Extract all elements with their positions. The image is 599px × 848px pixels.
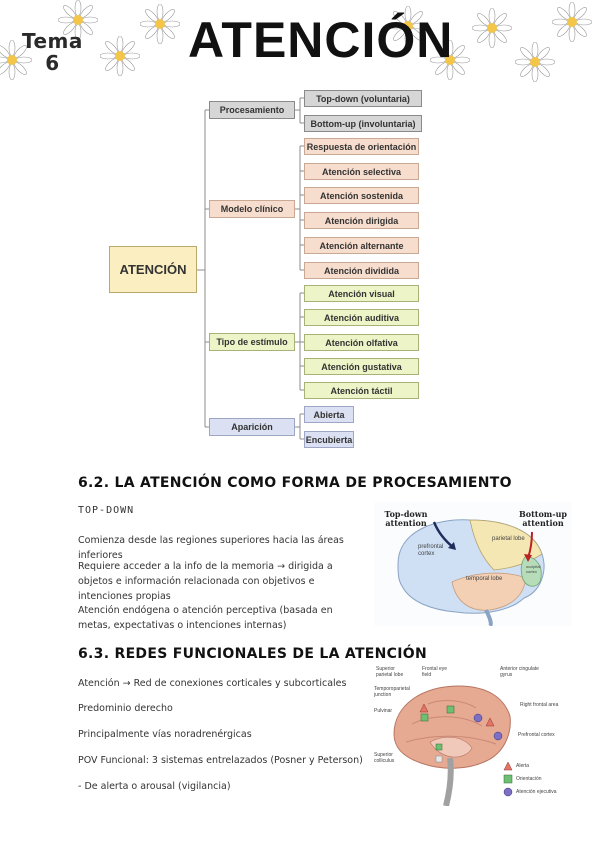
daisy-icon: [388, 6, 428, 46]
diagram-leaf: Abierta: [304, 406, 354, 423]
daisy-icon: [140, 4, 180, 44]
figure-label: occipital cortex: [526, 564, 541, 574]
diagram-leaf: Respuesta de orientación: [304, 138, 419, 155]
list-item: Principalmente vías noradrenérgicas: [78, 729, 252, 740]
paragraph: Comienza desde las regiones superiores h…: [78, 535, 344, 561]
daisy-icon: [472, 8, 512, 48]
list-item: POV Funcional: 3 sistemas entrelazados (…: [78, 755, 363, 766]
diagram-leaf: Atención sostenida: [304, 187, 419, 204]
diagram-leaf: Atención selectiva: [304, 163, 419, 180]
figure-label: Right frontal area: [520, 702, 559, 708]
legend-label: Orientación: [516, 776, 542, 782]
topic-word: Tema: [22, 29, 83, 53]
diagram-branch: Tipo de estímulo: [209, 333, 295, 351]
figure-label: Pulvinar: [374, 708, 393, 714]
list-item: Predominio derecho: [78, 703, 173, 714]
daisy-icon: [552, 2, 592, 42]
brain-lateral-image: [397, 519, 545, 628]
legend-alert-icon: [503, 761, 513, 771]
daisy-icon: [430, 40, 470, 80]
paragraph: Atención endógena o atención perceptiva …: [78, 605, 333, 631]
attention-networks-figure: Superior parietal lobe Frontal eye field…: [372, 664, 572, 807]
diagram-branch: Procesamiento: [209, 101, 295, 119]
daisy-icon: [100, 36, 140, 76]
figure-label: Top-down attention: [384, 509, 428, 528]
list-item: Atención → Red de conexiones corticales …: [78, 678, 347, 689]
diagram-branch: Modelo clínico: [209, 200, 295, 218]
figure-label: prefrontal cortex: [418, 544, 444, 557]
daisy-icon: [0, 40, 32, 80]
figure-label: parietal lobe: [492, 536, 525, 542]
legend-label: Alerta: [516, 763, 530, 769]
figure-label: temporal lobe: [466, 576, 503, 582]
daisy-icon: [58, 0, 98, 40]
daisy-icon: [515, 42, 555, 82]
diagram-leaf: Atención dirigida: [304, 212, 419, 229]
diagram-leaf: Atención táctil: [304, 382, 419, 399]
legend-label: Atención ejecutiva: [516, 789, 557, 795]
diagram-branch: Aparición: [209, 418, 295, 436]
figure-label: Anterior cingulate gyrus: [500, 666, 539, 678]
diagram-leaf: Atención visual: [304, 285, 419, 302]
diagram-connectors: [197, 97, 304, 440]
figure-label: Prefrontal cortex: [518, 732, 555, 738]
diagram-leaf: Atención alternante: [304, 237, 419, 254]
list-item: - De alerta o arousal (vigilancia): [78, 781, 231, 792]
legend-orientation-icon: [503, 774, 513, 784]
diagram-leaf: Atención olfativa: [304, 334, 419, 351]
figure-label: Superior colliculus: [374, 752, 395, 764]
figure-label: Bottom-up attention: [518, 509, 568, 528]
section-heading: 6.3. REDES FUNCIONALES DE LA ATENCIÓN: [78, 646, 427, 662]
diagram-leaf: Encubierta: [304, 431, 354, 448]
brain-sagittal-image: [393, 685, 513, 807]
figure-label: Temporoparietal junction: [374, 686, 410, 698]
figure-label: Frontal eye field: [422, 666, 448, 678]
figure-label: Superior parietal lobe: [376, 666, 404, 678]
topic-number: 6: [45, 51, 60, 75]
diagram-root: ATENCIÓN: [109, 246, 197, 293]
diagram-leaf: Atención dividida: [304, 262, 419, 279]
legend-executive-icon: [503, 787, 513, 797]
section-heading: 6.2. LA ATENCIÓN COMO FORMA DE PROCESAMI…: [78, 475, 512, 491]
paragraph: Requiere acceder a la info de la memoria…: [78, 561, 333, 602]
diagram-leaf: Top-down (voluntaria): [304, 90, 422, 107]
topic-label: Tema 6: [22, 30, 83, 74]
diagram-leaf: Atención gustativa: [304, 358, 419, 375]
top-down-bottom-up-figure: Top-down attention Bottom-up attention p…: [374, 502, 572, 628]
subheading: TOP-DOWN: [78, 505, 135, 516]
diagram-leaf: Atención auditiva: [304, 309, 419, 326]
diagram-leaf: Bottom-up (involuntaria): [304, 115, 422, 132]
